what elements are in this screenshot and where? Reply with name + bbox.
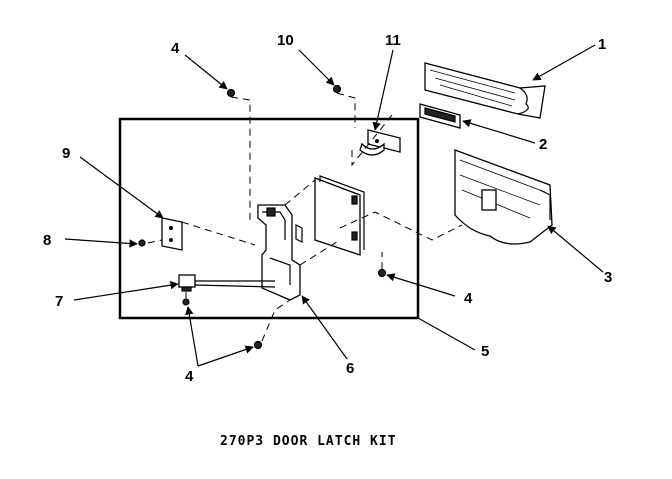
callout-7: 7 <box>55 293 63 310</box>
assembly-line <box>261 299 291 342</box>
callout-4-top: 4 <box>171 40 180 57</box>
leader-9 <box>79 156 164 219</box>
part-2-plate <box>419 103 461 129</box>
callout-11: 11 <box>385 32 401 49</box>
assembly-line <box>181 221 256 246</box>
leader-3 <box>547 225 604 273</box>
leader-10 <box>298 49 335 86</box>
callout-1: 1 <box>598 36 606 53</box>
screw-bottom-4 <box>253 340 263 350</box>
screw-top-left <box>226 88 236 98</box>
part-6-latch <box>194 204 303 301</box>
leader-4c-right <box>197 345 254 367</box>
screw-right-4 <box>377 268 387 278</box>
callout-4-bottom: 4 <box>185 368 194 385</box>
callout-6: 6 <box>346 360 354 377</box>
leader-8 <box>64 238 138 248</box>
center-plate <box>314 175 365 256</box>
callout-5: 5 <box>481 343 489 360</box>
leader-1 <box>532 44 596 81</box>
callout-10: 10 <box>277 32 294 49</box>
leader-7 <box>73 280 179 301</box>
assembly-line <box>351 114 393 167</box>
screw-top-center <box>332 84 342 94</box>
callout-3: 3 <box>604 269 612 286</box>
part-11-hook <box>359 129 401 156</box>
leader-2 <box>462 119 536 144</box>
leader-4a <box>184 54 228 90</box>
leader-5 <box>417 317 476 351</box>
panel-frame <box>118 117 420 320</box>
part-9-clip <box>161 217 183 251</box>
assembly-line <box>147 239 163 244</box>
part-1-strip <box>424 62 546 119</box>
leader-4c-left <box>185 306 199 367</box>
callout-8: 8 <box>43 232 51 249</box>
part-7-block <box>178 274 196 292</box>
callout-2: 2 <box>539 136 547 153</box>
leader-4b <box>386 273 456 297</box>
screw-left-8 <box>138 239 146 247</box>
screw-bottom-7 <box>182 298 190 306</box>
assembly-line <box>230 96 251 220</box>
assembly-line <box>284 179 316 206</box>
part-3-bracket <box>454 149 553 245</box>
assembly-line <box>299 239 341 266</box>
leader-6 <box>301 295 348 360</box>
diagram-caption: 270P3 DOOR LATCH KIT <box>220 434 397 449</box>
assembly-line <box>336 92 356 128</box>
callout-9: 9 <box>62 145 70 162</box>
callout-4-right: 4 <box>464 290 473 307</box>
leader-11 <box>372 49 394 131</box>
